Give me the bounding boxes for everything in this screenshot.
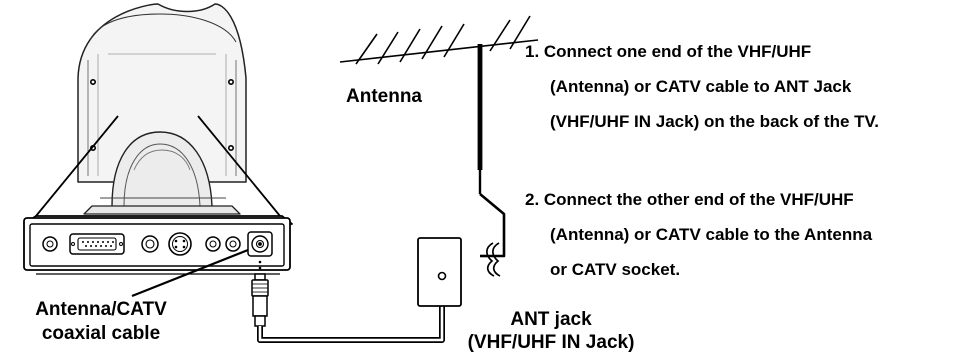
antenna — [339, 15, 539, 277]
coaxial-cable-label-line2: coaxial cable — [41, 323, 161, 344]
coaxial-cable-label: Antenna/CATV coaxial cable — [8, 298, 194, 346]
wall-socket — [417, 237, 462, 307]
step-2-line-1: 2. Connect the other end of the VHF/UHF — [525, 190, 854, 209]
step-1-line-2: (Antenna) or CATV cable to ANT Jack — [550, 77, 852, 96]
antenna-label: Antenna — [346, 86, 422, 107]
coaxial-cable-label-line1: Antenna/CATV — [35, 299, 167, 320]
ant-jack-label-line1: ANT jack — [510, 309, 592, 330]
step-1-line-1: 1. Connect one end of the VHF/UHF — [525, 42, 812, 61]
zoom-lines — [35, 115, 281, 217]
tv-back-panel-closeup — [23, 215, 293, 275]
step-2-line-2: (Antenna) or CATV cable to the Antenna — [550, 225, 873, 244]
tv-set — [77, 3, 247, 215]
ant-jack-label: ANT jack (VHF/UHF IN Jack) — [433, 308, 669, 354]
ant-jack-label-line2: (VHF/UHF IN Jack) — [467, 332, 635, 353]
ant-pointer-line — [131, 248, 249, 298]
step-1-line-3: (VHF/UHF IN Jack) on the back of the TV. — [550, 112, 880, 131]
coax-plug — [251, 273, 269, 327]
instruction-step-1: 1. Connect one end of the VHF/UHF (Anten… — [525, 34, 879, 139]
coax-cable — [257, 278, 445, 343]
step-2-line-3: or CATV socket. — [550, 260, 681, 279]
instruction-step-2: 2. Connect the other end of the VHF/UHF … — [525, 182, 872, 287]
insertion-dots — [258, 260, 262, 270]
